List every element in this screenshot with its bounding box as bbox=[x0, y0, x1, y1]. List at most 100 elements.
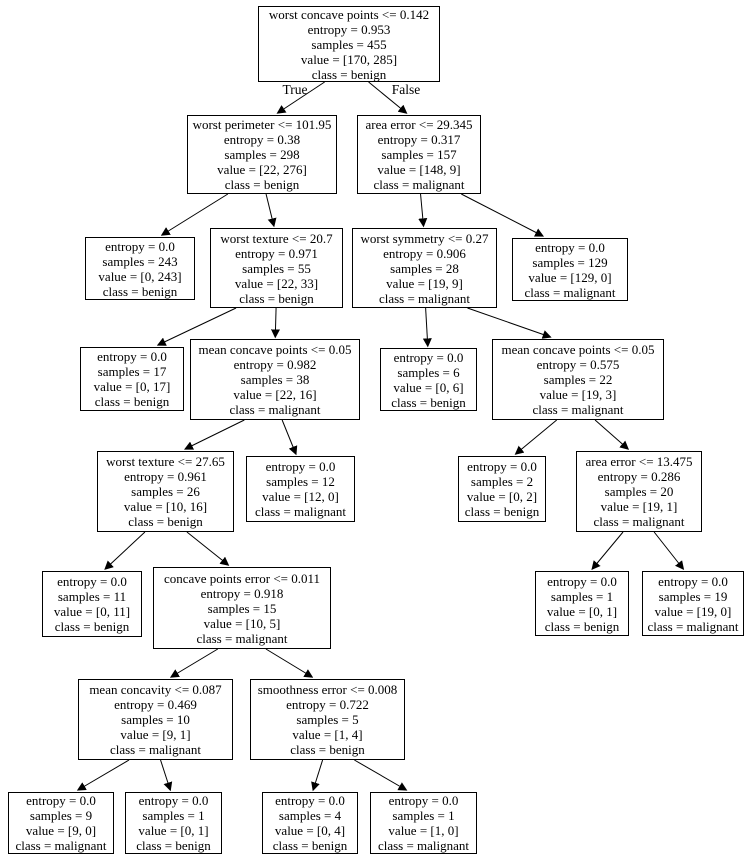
tree-edge bbox=[594, 419, 630, 450]
node-line: samples = 1 bbox=[392, 808, 455, 823]
node-line: samples = 5 bbox=[296, 712, 359, 727]
node-line: class = malignant bbox=[229, 402, 321, 417]
tree-edge bbox=[311, 759, 324, 792]
node-line: worst texture <= 20.7 bbox=[220, 230, 333, 246]
node-line: class = malignant bbox=[196, 630, 288, 646]
node-line: entropy = 0.0 bbox=[26, 793, 96, 808]
node-line: class = benign bbox=[102, 283, 178, 299]
node-line: value = [10, 16] bbox=[123, 499, 208, 514]
node-line: value = [0, 1] bbox=[138, 823, 209, 838]
node-line: entropy = 0.906 bbox=[383, 245, 466, 261]
node-line: entropy = 0.0 bbox=[535, 239, 605, 255]
node-line: entropy = 0.0 bbox=[265, 459, 336, 474]
node-line: value = [22, 33] bbox=[234, 275, 319, 291]
node-line: value = [0, 243] bbox=[98, 268, 182, 284]
node-line: class = benign bbox=[272, 838, 348, 853]
node-line: entropy = 0.0 bbox=[138, 793, 209, 808]
node-line: entropy = 0.0 bbox=[105, 238, 175, 254]
node-line: samples = 28 bbox=[390, 260, 459, 276]
node-line: class = benign bbox=[54, 619, 130, 634]
node-line: worst symmetry <= 0.27 bbox=[360, 230, 489, 246]
tree-edge bbox=[160, 759, 173, 792]
tree-edge bbox=[156, 307, 237, 346]
node-line: value = [0, 2] bbox=[466, 489, 538, 504]
node-line: entropy = 0.0 bbox=[388, 793, 459, 808]
node-line: entropy = 0.953 bbox=[307, 21, 391, 37]
tree-edge bbox=[76, 759, 130, 791]
tree-edge bbox=[354, 759, 408, 791]
node-line: samples = 38 bbox=[240, 372, 310, 387]
node-line: samples = 129 bbox=[532, 254, 608, 270]
node-line: samples = 9 bbox=[29, 808, 93, 823]
tree-edge bbox=[265, 648, 314, 678]
node-line: class = malignant bbox=[254, 504, 347, 519]
node-line: value = [19, 1] bbox=[600, 499, 678, 514]
node-line: class = malignant bbox=[647, 618, 739, 634]
node-line: mean concave points <= 0.05 bbox=[501, 342, 655, 357]
node-line: entropy = 0.0 bbox=[467, 459, 537, 474]
node-line: class = benign bbox=[544, 618, 620, 634]
node-line: samples = 243 bbox=[102, 253, 178, 269]
node-line: class = malignant bbox=[378, 290, 471, 306]
node-line: samples = 12 bbox=[266, 474, 335, 489]
node-line: value = [0, 4] bbox=[274, 823, 346, 838]
node-line: class = benign bbox=[224, 177, 300, 192]
node-line: entropy = 0.971 bbox=[235, 245, 318, 261]
tree-edge bbox=[368, 81, 408, 114]
node-line: entropy = 0.38 bbox=[223, 132, 301, 147]
node-line: value = [9, 0] bbox=[25, 823, 97, 838]
node-line: value = [170, 285] bbox=[300, 51, 398, 67]
node-line: entropy = 0.286 bbox=[597, 469, 681, 484]
node-line: class = benign bbox=[290, 742, 365, 757]
node-line: value = [0, 1] bbox=[546, 603, 618, 619]
node-line: entropy = 0.961 bbox=[124, 469, 207, 484]
node-line: class = malignant bbox=[15, 838, 107, 853]
tree-edge bbox=[270, 307, 280, 339]
node-line: mean concave points <= 0.05 bbox=[198, 342, 352, 357]
node-line: samples = 1 bbox=[550, 588, 614, 604]
node-line: mean concavity <= 0.087 bbox=[89, 682, 222, 697]
node-line: area error <= 13.475 bbox=[585, 454, 693, 469]
node-line: entropy = 0.0 bbox=[393, 349, 464, 365]
node-line: samples = 298 bbox=[224, 147, 300, 162]
node-line: entropy = 0.317 bbox=[377, 132, 461, 147]
node-line: samples = 157 bbox=[381, 147, 457, 162]
node-line: value = [19, 0] bbox=[654, 603, 732, 619]
node-line: samples = 4 bbox=[278, 808, 342, 823]
node-line: samples = 11 bbox=[57, 589, 127, 604]
node-line: class = malignant bbox=[373, 177, 465, 192]
tree-edge bbox=[265, 193, 277, 228]
tree-edge bbox=[160, 193, 229, 236]
edge-label-false: False bbox=[391, 82, 421, 97]
node-line: class = benign bbox=[311, 66, 387, 82]
node-line: worst concave points <= 0.142 bbox=[268, 6, 430, 22]
node-line: class = benign bbox=[136, 838, 211, 853]
node-line: entropy = 0.0 bbox=[658, 573, 728, 589]
node-line: entropy = 0.575 bbox=[536, 357, 620, 372]
node-line: samples = 19 bbox=[658, 588, 728, 604]
node-line: entropy = 0.918 bbox=[200, 585, 284, 601]
node-line: samples = 55 bbox=[242, 260, 311, 276]
node-line: samples = 15 bbox=[207, 600, 277, 616]
node-line: value = [10, 5] bbox=[203, 615, 281, 631]
node-line: value = [148, 9] bbox=[377, 162, 461, 177]
node-line: samples = 22 bbox=[543, 372, 613, 387]
node-line: class = malignant bbox=[377, 838, 470, 853]
tree-edge bbox=[276, 81, 325, 114]
node-line: worst perimeter <= 101.95 bbox=[192, 117, 332, 132]
